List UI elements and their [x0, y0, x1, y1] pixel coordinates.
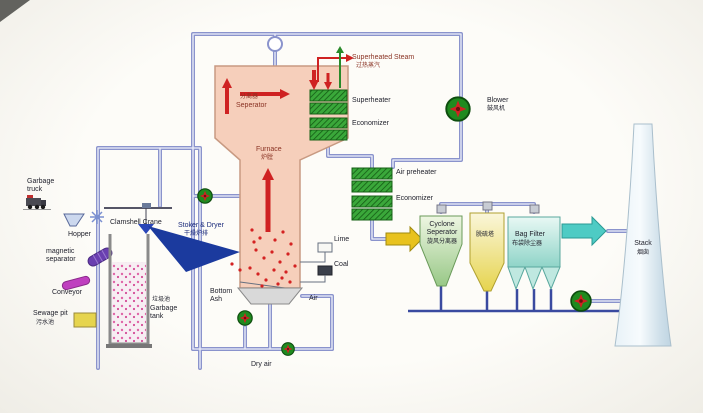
lime-label: Lime	[334, 236, 350, 243]
garbage-tank	[106, 234, 152, 348]
fan-icon-bottom-1	[237, 310, 253, 326]
blower-label-en: Blower	[487, 97, 509, 104]
air-preheater-block	[351, 167, 393, 193]
flue-gas-baseline-pipe	[408, 286, 620, 313]
superheated-steam-label-zh: 过热蒸汽	[356, 63, 381, 69]
hopper-icon	[63, 213, 85, 227]
garbage-truck-label: Garbage truck	[27, 178, 55, 194]
superheated-steam-arrowhead	[346, 54, 354, 62]
flow-arrow-cyan	[561, 215, 607, 247]
burning-particles	[230, 224, 297, 288]
clamshell-crane-icon	[104, 203, 172, 234]
magnetic-separator-label: magnetic separator	[46, 248, 76, 264]
blower-fan-icon-top	[445, 96, 471, 122]
bag-filter-label-zh: 布袋除尘器	[512, 241, 543, 247]
economizer-lower-block	[351, 195, 393, 221]
tower-top-cap	[482, 201, 493, 211]
cyclone-top-cap	[436, 204, 447, 214]
fan-icon-left	[197, 188, 213, 204]
boiler	[214, 36, 393, 305]
garbage-truck-icon	[23, 195, 51, 210]
superheater-label: Superheater	[352, 97, 391, 104]
stoker-dryer-label-zh: 干燥炉排	[184, 231, 209, 237]
desulfurizer-label-zh: 脱硫塔	[476, 232, 495, 238]
conveyor-icon	[61, 275, 91, 291]
gas-cleaning-train	[385, 123, 672, 347]
bag-filter-vessel	[507, 216, 561, 291]
superheated-steam-line	[317, 57, 348, 82]
steam-drum-icon	[267, 36, 283, 52]
air-label: Air	[309, 295, 318, 302]
bag-filter-label-en: Bag Filter	[515, 231, 545, 238]
feed-chute	[148, 226, 240, 272]
stack-chimney	[614, 123, 672, 347]
steam-arrowhead-green	[336, 46, 344, 53]
blower-label-zh: 鼓风机	[487, 106, 506, 112]
cyclone-label-zh: 旋风分离器	[426, 239, 457, 245]
separator-label-zh: 分离器	[240, 94, 259, 100]
lime-feeder	[317, 242, 333, 253]
pipe-network	[96, 32, 635, 370]
coal-label: Coal	[334, 261, 349, 268]
waste-receiving	[23, 195, 240, 348]
coal-feeder	[317, 265, 333, 276]
stack-label-en: Stack	[634, 240, 652, 247]
economizer-lower-label: Economizer	[396, 195, 433, 202]
stack-label-zh: 烟囱	[636, 250, 649, 256]
furnace-label-en: Furnace	[256, 146, 282, 153]
hopper-starburst-icon	[90, 210, 104, 224]
cyclone-separator-vessel	[419, 215, 463, 287]
economizer-upper-block	[309, 117, 348, 141]
sewage-pit-label-zh: 污水池	[36, 320, 55, 326]
blower-fan-icon-right	[570, 290, 592, 312]
bottom-ash-hopper	[236, 287, 304, 305]
conveyor-label: Conveyor	[52, 289, 82, 296]
bottom-ash-label: Bottom Ash	[210, 288, 233, 304]
air-preheater-label: Air preheater	[396, 169, 437, 176]
cyclone-label-en: Cyclone Seperator	[426, 221, 458, 237]
sewage-pit-label-en: Sewage pit	[33, 310, 68, 317]
photo-corner	[0, 0, 30, 22]
flow-arrow-yellow	[385, 225, 423, 253]
clamshell-crane-label: Clamshell Crane	[110, 219, 162, 226]
bag-filter-top-cap	[529, 204, 540, 214]
flue-gas-arrows-red	[222, 70, 332, 232]
stoker-dryer-label: Stoker & Dryer	[178, 222, 224, 229]
superheated-steam-label-en: Superheated Steam	[352, 54, 415, 61]
garbage-tank-label-zh: 垃圾池	[152, 297, 171, 303]
dry-air-label: Dry air	[251, 361, 272, 368]
fan-icon-bottom-2	[281, 342, 295, 356]
hopper-label: Hopper	[68, 231, 91, 238]
garbage-tank-label-en: Garbage tank	[150, 305, 178, 321]
desulfurization-tower-vessel	[469, 212, 505, 292]
furnace-label-zh: 炉膛	[261, 155, 274, 161]
sewage-pit-icon	[73, 312, 97, 328]
economizer-upper-label: Economizer	[352, 120, 389, 127]
separator-label-en: Seperator	[236, 102, 267, 109]
superheater-block	[309, 89, 348, 115]
